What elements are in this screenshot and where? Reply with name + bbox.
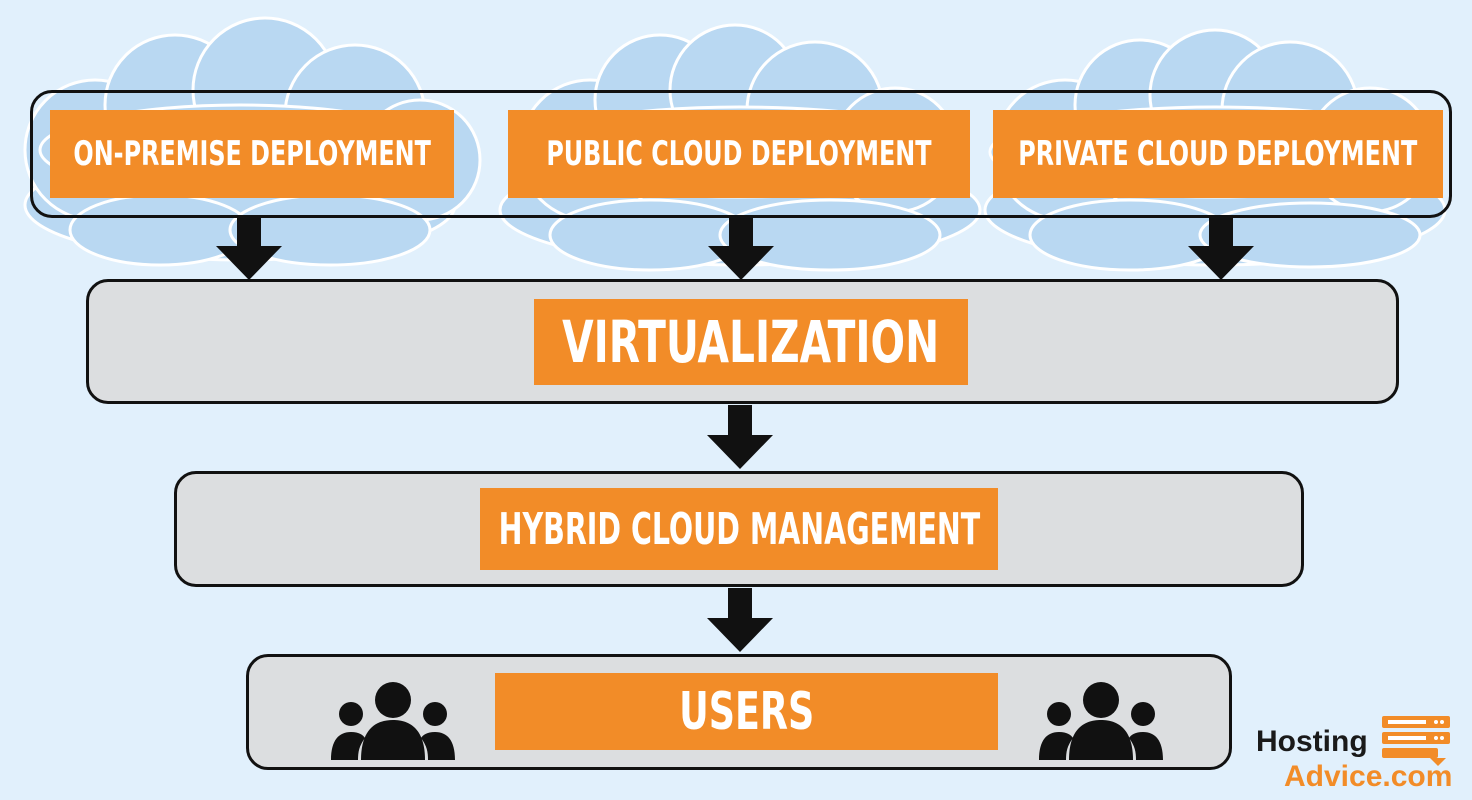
arrow-down-icon: [708, 218, 774, 280]
virtualization-label: VIRTUALIZATION: [534, 299, 968, 385]
deployment-panel: [30, 90, 1452, 218]
users-group-icon: [331, 682, 455, 760]
private-cloud-deployment-label: PRIVATE CLOUD DEPLOYMENT: [993, 110, 1443, 198]
users-text: USERS: [678, 681, 815, 742]
users-group-icon: [1039, 682, 1163, 760]
arrow-down-icon: [707, 588, 773, 652]
arrow-down-icon: [216, 218, 282, 280]
arrow-down-icon: [1188, 218, 1254, 280]
private-cloud-text: PRIVATE CLOUD DEPLOYMENT: [1018, 134, 1418, 174]
public-cloud-deployment-label: PUBLIC CLOUD DEPLOYMENT: [508, 110, 970, 198]
management-text: HYBRID CLOUD MANAGEMENT: [498, 503, 980, 555]
logo-advice: Advice.com: [1284, 760, 1453, 793]
server-icon: [1382, 716, 1450, 766]
management-label: HYBRID CLOUD MANAGEMENT: [480, 488, 998, 570]
on-premise-deployment-label: ON-PREMISE DEPLOYMENT: [50, 110, 454, 198]
virtualization-text: VIRTUALIZATION: [562, 308, 940, 376]
arrow-down-icon: [707, 405, 773, 469]
logo-hosting: Hosting: [1256, 725, 1368, 758]
users-label: USERS: [495, 673, 998, 750]
public-cloud-text: PUBLIC CLOUD DEPLOYMENT: [546, 134, 932, 174]
on-premise-text: ON-PREMISE DEPLOYMENT: [73, 134, 431, 174]
